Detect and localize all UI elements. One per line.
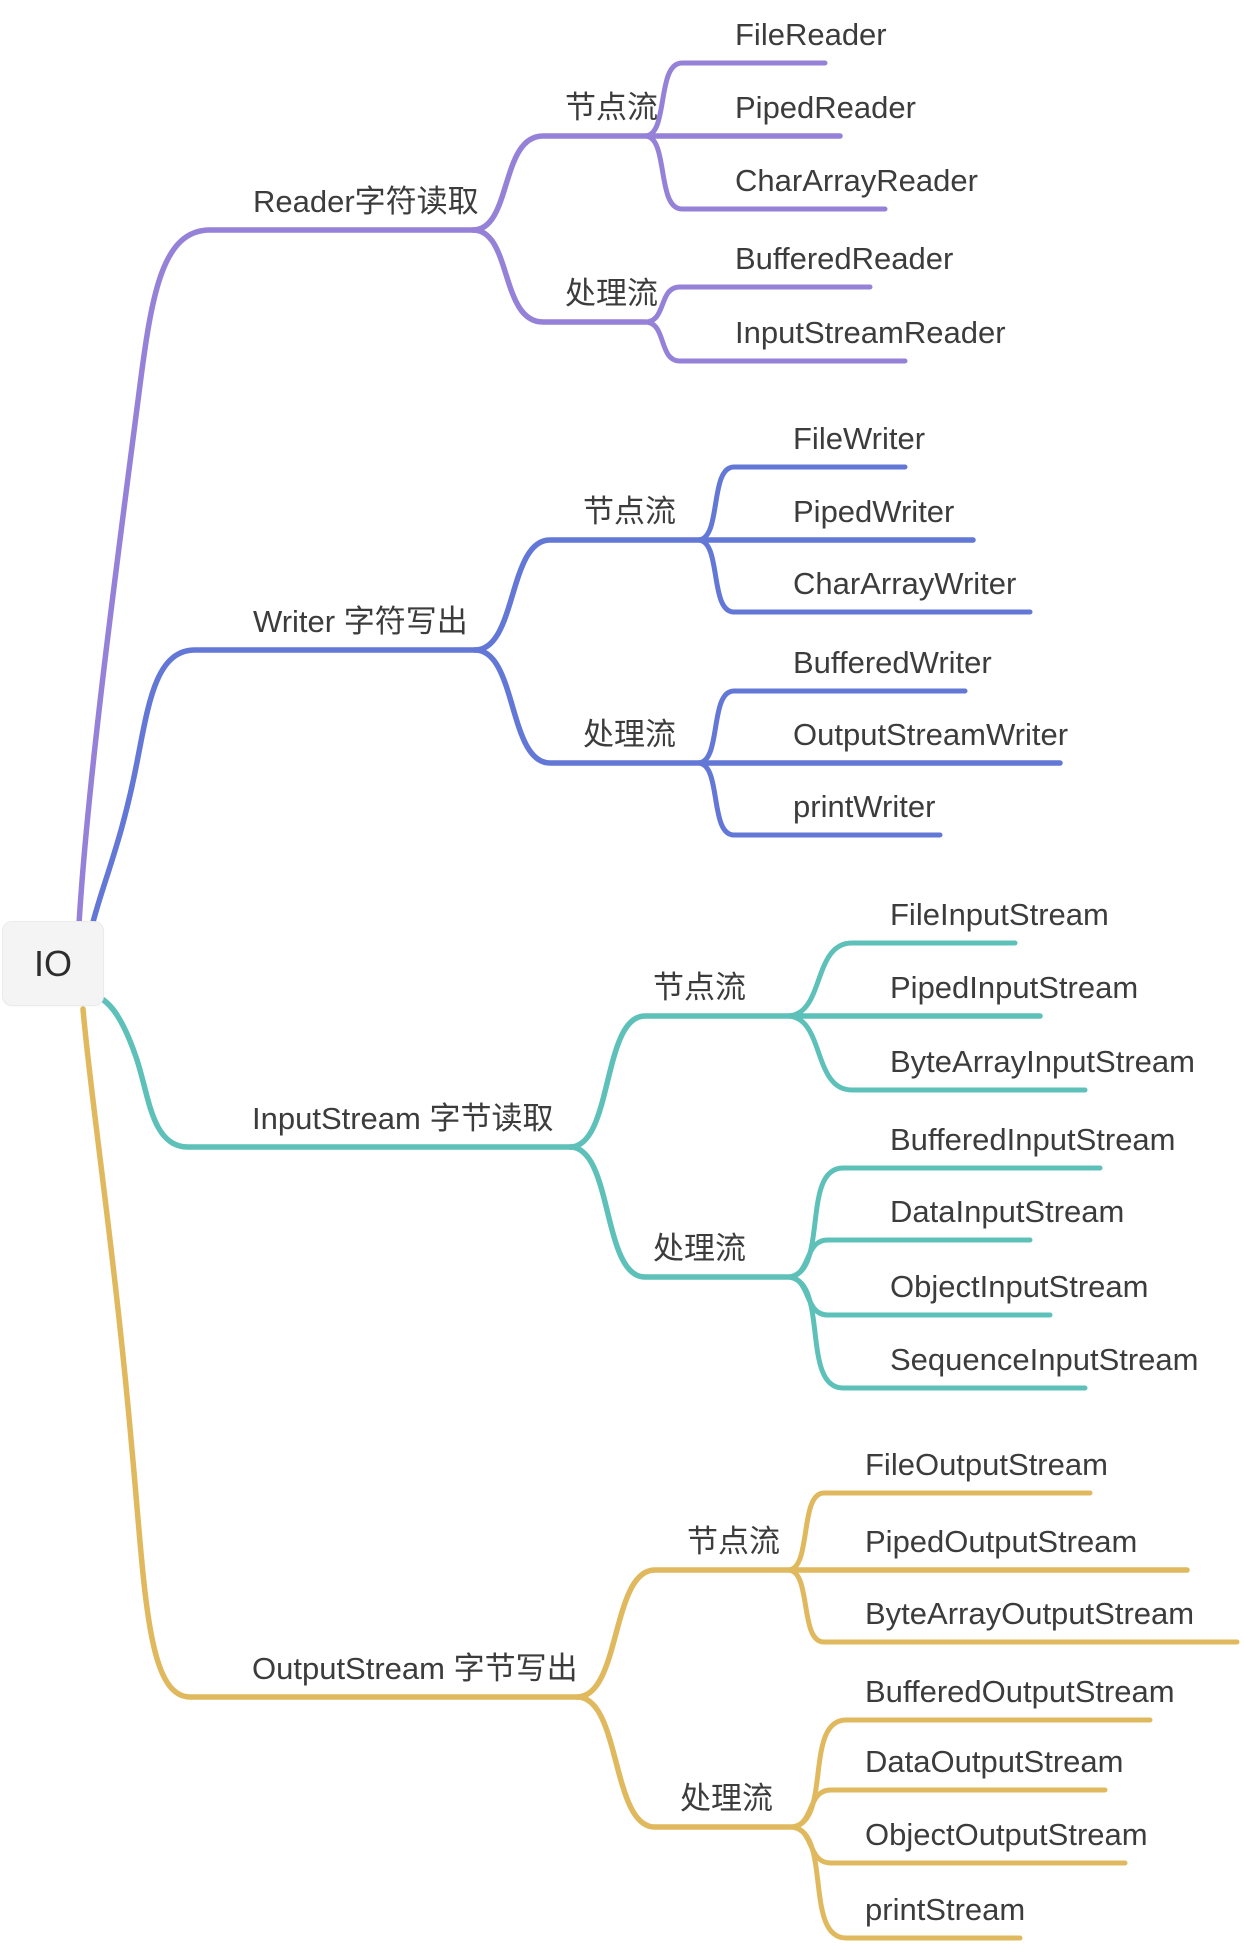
edge-fileinputstream — [784, 940, 1018, 1019]
leaf-fileoutputstream[interactable]: FileOutputStream — [865, 1447, 1108, 1482]
edge-datainputstream — [784, 1237, 1033, 1280]
leaf-inputstreamreader[interactable]: InputStreamReader — [735, 315, 1006, 350]
group-label-inputstream-node-stream[interactable]: 节点流 — [653, 970, 746, 1005]
edge-inputstream-spine — [99, 996, 573, 1150]
root-node-io[interactable]: IO — [3, 922, 103, 1005]
group-label-writer-process-stream[interactable]: 处理流 — [583, 717, 676, 752]
leaf-bufferedreader[interactable]: BufferedReader — [735, 241, 954, 276]
edge-outputstream-processstream — [574, 1694, 793, 1830]
group-label-outputstream-node-stream[interactable]: 节点流 — [687, 1524, 780, 1559]
leaf-objectinputstream[interactable]: ObjectInputStream — [890, 1269, 1149, 1304]
group-label-outputstream-process-stream[interactable]: 处理流 — [680, 1781, 773, 1816]
branch-label-inputstream[interactable]: InputStream 字节读取 — [252, 1101, 554, 1136]
edge-reader-nodestream — [470, 133, 843, 233]
group-label-inputstream-process-stream[interactable]: 处理流 — [653, 1231, 746, 1266]
edge-inputstream-nodestream — [567, 1013, 1043, 1150]
edge-writer-spine — [89, 647, 478, 929]
branch-label-writer[interactable]: Writer 字符写出 — [253, 604, 468, 639]
leaf-chararrayreader[interactable]: CharArrayReader — [735, 163, 978, 198]
branch-label-reader[interactable]: Reader字符读取 — [253, 184, 479, 219]
edge-chararrayreader — [642, 133, 888, 212]
edge-bytearrayinputstream — [784, 1013, 1088, 1093]
edge-printstream — [787, 1824, 1023, 1941]
group-label-writer-node-stream[interactable]: 节点流 — [583, 494, 676, 529]
leaf-chararraywriter[interactable]: CharArrayWriter — [793, 566, 1017, 601]
edge-fileoutputstream — [785, 1490, 1093, 1573]
leaf-fileinputstream[interactable]: FileInputStream — [890, 897, 1109, 932]
leaf-printwriter[interactable]: printWriter — [793, 789, 936, 824]
edge-reader-spine — [76, 227, 476, 927]
edge-writer-processstream — [472, 647, 1063, 766]
edge-chararraywriter — [695, 537, 1033, 615]
leaf-dataoutputstream[interactable]: DataOutputStream — [865, 1744, 1124, 1779]
leaf-filewriter[interactable]: FileWriter — [793, 421, 926, 456]
leaf-outputstreamwriter[interactable]: OutputStreamWriter — [793, 717, 1069, 752]
group-label-reader-node-stream[interactable]: 节点流 — [565, 90, 658, 125]
edge-dataoutputstream — [787, 1787, 1108, 1830]
group-label-reader-process-stream[interactable]: 处理流 — [565, 276, 658, 311]
leaf-pipedwriter[interactable]: PipedWriter — [793, 494, 955, 529]
branch-label-outputstream[interactable]: OutputStream 字节写出 — [252, 1651, 578, 1686]
leaf-bufferedwriter[interactable]: BufferedWriter — [793, 645, 992, 680]
leaf-bufferedinputstream[interactable]: BufferedInputStream — [890, 1122, 1176, 1157]
edge-printwriter — [695, 760, 943, 838]
leaf-printstream[interactable]: printStream — [865, 1892, 1026, 1927]
leaf-pipedinputstream[interactable]: PipedInputStream — [890, 970, 1139, 1005]
edge-bufferedwriter — [695, 688, 968, 766]
edge-outputstream-nodestream — [574, 1567, 1190, 1700]
edge-inputstream-processstream — [567, 1144, 790, 1280]
leaf-pipedoutputstream[interactable]: PipedOutputStream — [865, 1524, 1138, 1559]
edge-reader-processstream — [470, 227, 648, 325]
edge-sequenceinputstream — [784, 1274, 1088, 1391]
edge-filereader — [642, 60, 828, 139]
edge-bytearrayoutputstream — [785, 1567, 1240, 1645]
leaf-objectoutputstream[interactable]: ObjectOutputStream — [865, 1817, 1148, 1852]
edge-writer-nodestream — [472, 537, 976, 653]
edge-inputstreamreader — [642, 319, 908, 364]
leaf-datainputstream[interactable]: DataInputStream — [890, 1194, 1125, 1229]
leaf-filereader[interactable]: FileReader — [735, 17, 887, 52]
edge-outputstream-spine — [80, 1006, 580, 1700]
leaf-bufferedoutputstream[interactable]: BufferedOutputStream — [865, 1674, 1175, 1709]
leaf-bytearrayoutputstream[interactable]: ByteArrayOutputStream — [865, 1596, 1195, 1631]
edge-filewriter — [695, 464, 908, 543]
leaf-bytearrayinputstream[interactable]: ByteArrayInputStream — [890, 1044, 1195, 1079]
leaf-sequenceinputstream[interactable]: SequenceInputStream — [890, 1342, 1199, 1377]
leaf-pipedreader[interactable]: PipedReader — [735, 90, 916, 125]
